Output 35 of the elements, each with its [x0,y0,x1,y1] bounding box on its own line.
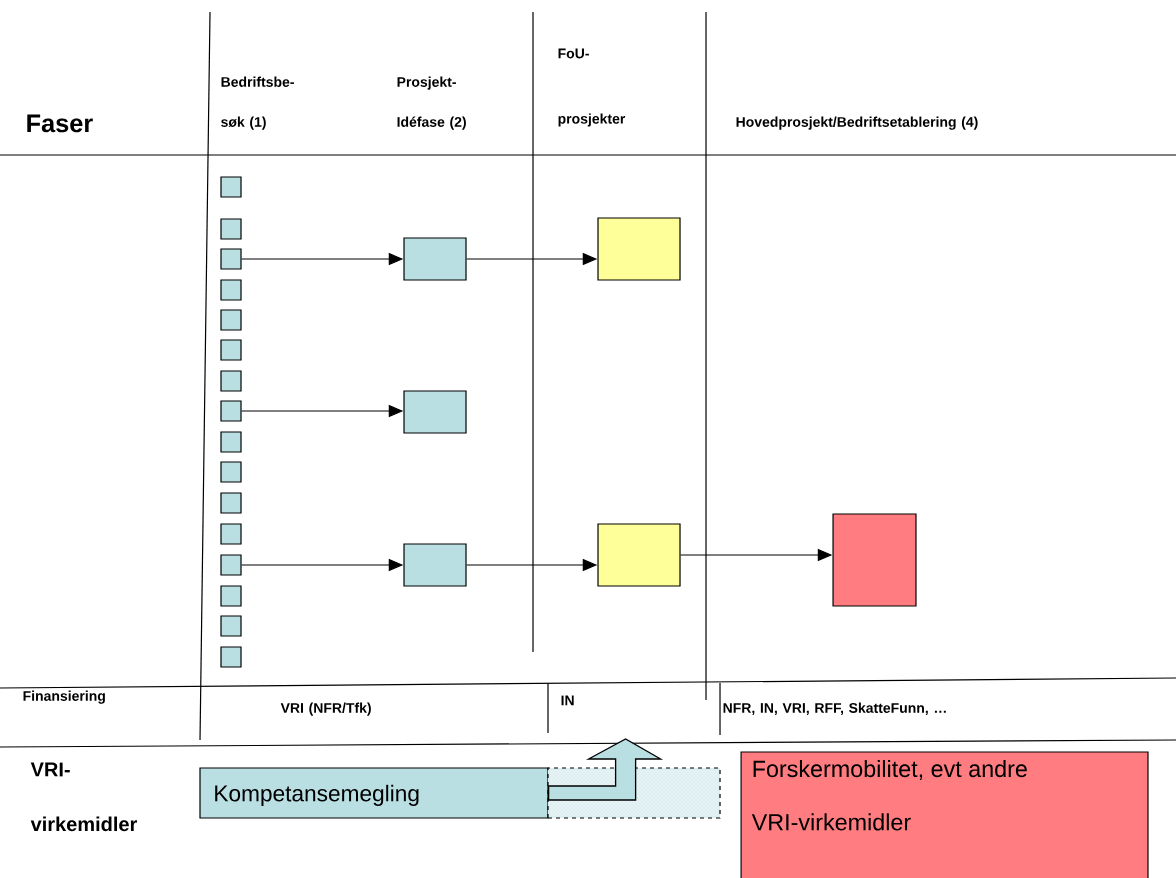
row-header: Finansiering [23,690,105,704]
instrument-bar: Kompetansemegling [199,767,549,819]
small-square [220,248,242,270]
column-header: Prosjekt- Idéfase (2) [397,76,466,130]
small-square [220,218,242,240]
row-header: Faser [27,114,93,133]
small-square [220,615,242,637]
small-square [220,461,242,483]
block-arrow [547,738,664,801]
funding-text: IN [561,695,574,706]
small-square [220,523,242,545]
small-square [220,431,242,453]
project-box [597,217,681,281]
idea-box [403,237,467,281]
small-square [220,400,242,422]
small-square [220,585,242,607]
small-square [220,554,242,576]
main-project-box [832,513,917,607]
small-square [220,646,242,668]
funding-text: VRI (NFR/Tfk) [280,702,371,716]
column-header: Bedriftsbe- søk (1) [221,76,294,130]
project-box [597,523,681,587]
column-header: Hovedprosjekt/Bedriftsetablering (4) [736,116,978,130]
small-square [220,370,242,392]
small-square [220,309,242,331]
small-square [220,339,242,361]
row-header: VRI- virkemidler [30,762,138,832]
column-header: FoU- prosjekter [558,48,626,127]
idea-box [403,543,467,587]
small-square [220,492,242,514]
idea-box [403,390,467,434]
funding-text: NFR, IN, VRI, RFF, SkatteFunn, … [723,702,946,715]
instrument-box: Forskermobilitet, evt andre VRI-virkemidler [740,751,1149,878]
small-square [220,176,242,198]
small-square [220,279,242,301]
